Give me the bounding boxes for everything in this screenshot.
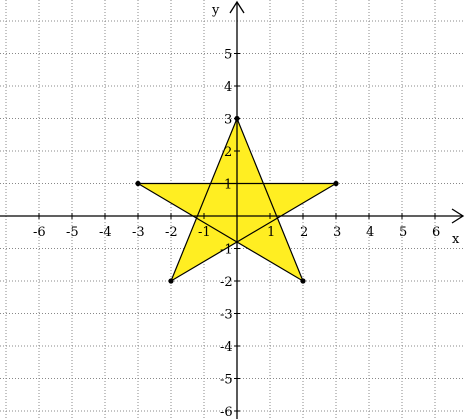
y-tick-label: 2 [224,145,232,160]
star-vertex-dot [333,180,339,187]
x-tick-label: -5 [66,225,79,240]
x-tick-label: -3 [132,225,145,240]
x-tick-label: 2 [300,225,308,240]
y-tick-label: -6 [220,405,233,419]
y-tick-label: 3 [224,113,232,128]
y-axis-label: y [211,3,220,18]
y-axis-arrow [229,0,245,14]
star-vertices [135,115,339,284]
y-tick-label: 1 [224,178,232,193]
x-axis-arrow [451,208,465,224]
y-tick-label: -3 [220,308,233,323]
x-tick-label: -6 [33,225,46,240]
x-tick-label: -2 [165,225,178,240]
x-tick-label: 6 [432,225,440,240]
y-tick-label: -4 [220,340,233,355]
star-vertex-dot [135,180,141,187]
star-vertex-dot [300,278,306,284]
y-tick-label: 5 [224,48,232,63]
tick-labels: -6 -5 -4 -3 -2 -1 1 2 3 4 5 6 5 4 3 2 1 -1 -2 -3 -4 -5 -6 [33,48,440,419]
x-tick-label: 1 [267,225,275,240]
x-tick-label: 5 [399,225,407,240]
star-vertex-dot [234,115,240,122]
x-tick-label: 4 [366,225,374,240]
y-tick-label: -5 [220,373,233,388]
y-tick-label: -2 [220,275,233,290]
x-tick-label: -1 [198,225,211,240]
x-axis-label: x [452,232,460,247]
x-tick-label: 3 [333,225,341,240]
y-tick-label: 4 [224,80,232,95]
x-tick-label: -4 [99,225,112,240]
y-tick-label: -1 [220,243,233,258]
star-vertex-dot [168,278,174,284]
